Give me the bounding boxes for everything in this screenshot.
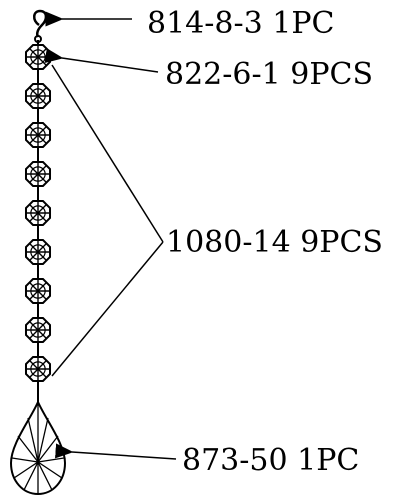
bead-leader-top xyxy=(51,64,164,243)
pendant-facet-line xyxy=(13,461,39,479)
pendant-facet-line xyxy=(11,457,39,463)
connector-arrow xyxy=(44,48,159,73)
octagon-bead xyxy=(24,82,52,110)
pendant-facet-line xyxy=(37,435,59,463)
hook-label: 814-8-3 1PC xyxy=(147,6,334,41)
pendant-facet-line xyxy=(17,435,39,463)
octagon-bead xyxy=(24,277,52,305)
connector-label: 822-6-1 9PCS xyxy=(165,57,373,92)
octagon-bead xyxy=(24,199,52,227)
bead-leader-bottom xyxy=(51,241,164,377)
octagon-bead xyxy=(24,316,52,344)
hook-icon xyxy=(33,9,48,43)
octagon-bead xyxy=(24,121,52,149)
leader-lines xyxy=(44,11,177,460)
pendant-facet-line xyxy=(37,461,63,479)
octagon-bead xyxy=(24,160,52,188)
octagon-bead xyxy=(24,238,52,266)
octagon-beads xyxy=(24,43,52,383)
pendant-facet-line xyxy=(23,461,39,491)
pendant-facet-line xyxy=(37,461,53,491)
bead-label: 1080-14 9PCS xyxy=(166,225,383,260)
pendant-facet-line xyxy=(37,417,49,463)
pendant-facet-line xyxy=(37,457,65,463)
teardrop-pendant xyxy=(9,399,67,496)
octagon-bead xyxy=(24,355,52,383)
pendant-facet-line xyxy=(27,417,39,463)
pendant-label: 873-50 1PC xyxy=(182,443,359,478)
octagon-bead xyxy=(24,43,52,71)
pendant-arrow xyxy=(55,443,177,460)
